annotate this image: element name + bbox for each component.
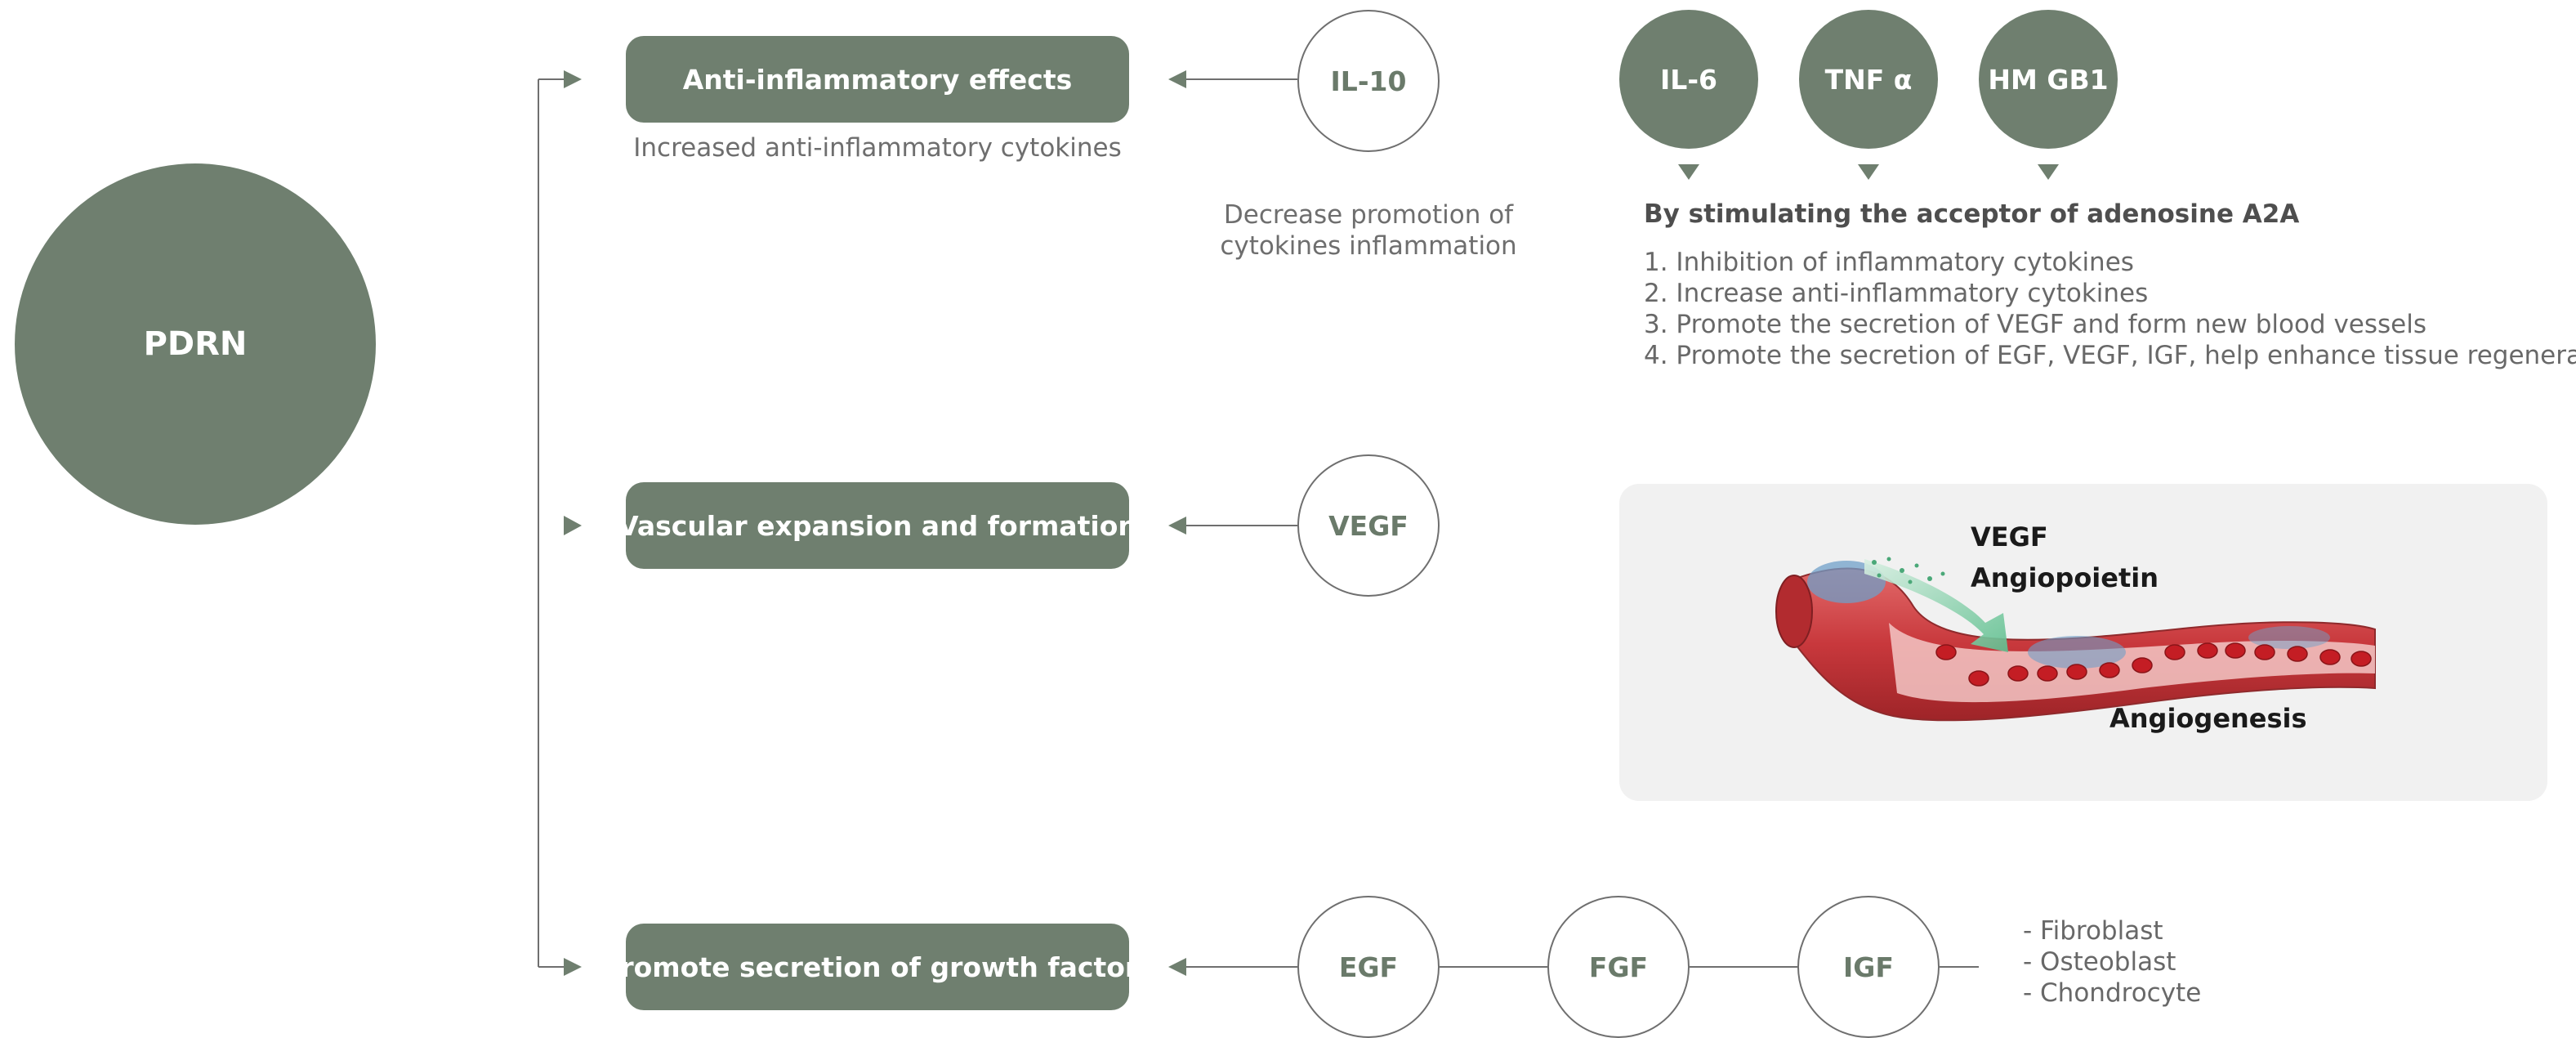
pill-growth-factors-label: Promote secretion of growth factors [600, 951, 1154, 983]
a2a-item: 1. Inhibition of inflammatory cytokines [1644, 248, 2134, 277]
il10-caption-line2: cytokines inflammation [1220, 231, 1517, 261]
a2a-item: 3. Promote the secretion of VEGF and for… [1644, 310, 2427, 339]
circle-fgf: FGF [1547, 896, 1690, 1038]
pill-growth-factors: Promote secretion of growth factors [600, 924, 1154, 1010]
illustration-angiopoietin-label: Angiopoietin [1971, 562, 2159, 593]
pill-anti-inflammatory: Anti-inflammatory effects [626, 36, 1129, 123]
circle-hmgb1: HM GB1 [1979, 10, 2118, 149]
il10-caption: Decrease promotion of cytokines inflamma… [1201, 199, 1536, 262]
arrow-middle [564, 516, 582, 535]
il6-label: IL-6 [1660, 63, 1717, 96]
circle-vegf: VEGF [1297, 454, 1440, 597]
arrow-vegf [1168, 517, 1186, 535]
a2a-item: 2. Increase anti-inflammatory cytokines [1644, 279, 2149, 308]
arrow-top [564, 70, 582, 88]
triangle-il6 [1678, 164, 1699, 180]
arrow-bottom [564, 958, 582, 976]
illustration-vegf-label: VEGF [1971, 521, 2048, 553]
circle-tnf-alpha: TNF α [1799, 10, 1938, 149]
a2a-list: 1. Inhibition of inflammatory cytokines … [1644, 247, 2576, 371]
circle-il6: IL-6 [1619, 10, 1758, 149]
vegf-arrow [1864, 559, 2008, 652]
a2a-heading: By stimulating the acceptor of adenosine… [1644, 199, 2300, 229]
pdrn-circle: PDRN [15, 163, 376, 525]
blood-vessel-illustration: VEGF Angiopoietin Angiogenesis [1775, 521, 2376, 734]
il10-label: IL-10 [1330, 65, 1407, 97]
cell-type-item: - Chondrocyte [2023, 978, 2202, 1008]
a2a-item: 4. Promote the secretion of EGF, VEGF, I… [1644, 341, 2576, 370]
cell-type-item: - Osteoblast [2023, 947, 2176, 977]
egf-label: EGF [1338, 951, 1399, 983]
triangle-hmgb1 [2038, 164, 2059, 180]
pill-anti-inflammatory-label: Anti-inflammatory effects [682, 63, 1073, 96]
cell-type-list: - Fibroblast - Osteoblast - Chondrocyte [2023, 915, 2201, 1009]
tnf-alpha-label: TNF α [1824, 63, 1913, 96]
circle-il10: IL-10 [1297, 10, 1440, 152]
angiogenesis-illustration-panel: VEGF Angiopoietin Angiogenesis [1619, 484, 2547, 801]
cell-type-item: - Fibroblast [2023, 916, 2163, 946]
pdrn-label: PDRN [143, 325, 248, 363]
hmgb1-label: HM GB1 [1988, 63, 2109, 96]
il10-caption-line1: Decrease promotion of [1223, 200, 1514, 230]
anti-inflammatory-caption: Increased anti-inflammatory cytokines [633, 133, 1122, 163]
igf-label: IGF [1843, 951, 1894, 983]
illustration-angiogenesis-label: Angiogenesis [2109, 703, 2307, 734]
fgf-label: FGF [1588, 951, 1649, 983]
pill-vascular-label: Vascular expansion and formation [618, 509, 1137, 542]
vegf-label: VEGF [1328, 509, 1409, 542]
arrow-egf [1168, 958, 1186, 976]
pill-vascular: Vascular expansion and formation [618, 482, 1137, 569]
circle-igf: IGF [1797, 896, 1940, 1038]
arrow-il10 [1168, 70, 1186, 88]
circle-egf: EGF [1297, 896, 1440, 1038]
triangle-tnf [1858, 164, 1879, 180]
